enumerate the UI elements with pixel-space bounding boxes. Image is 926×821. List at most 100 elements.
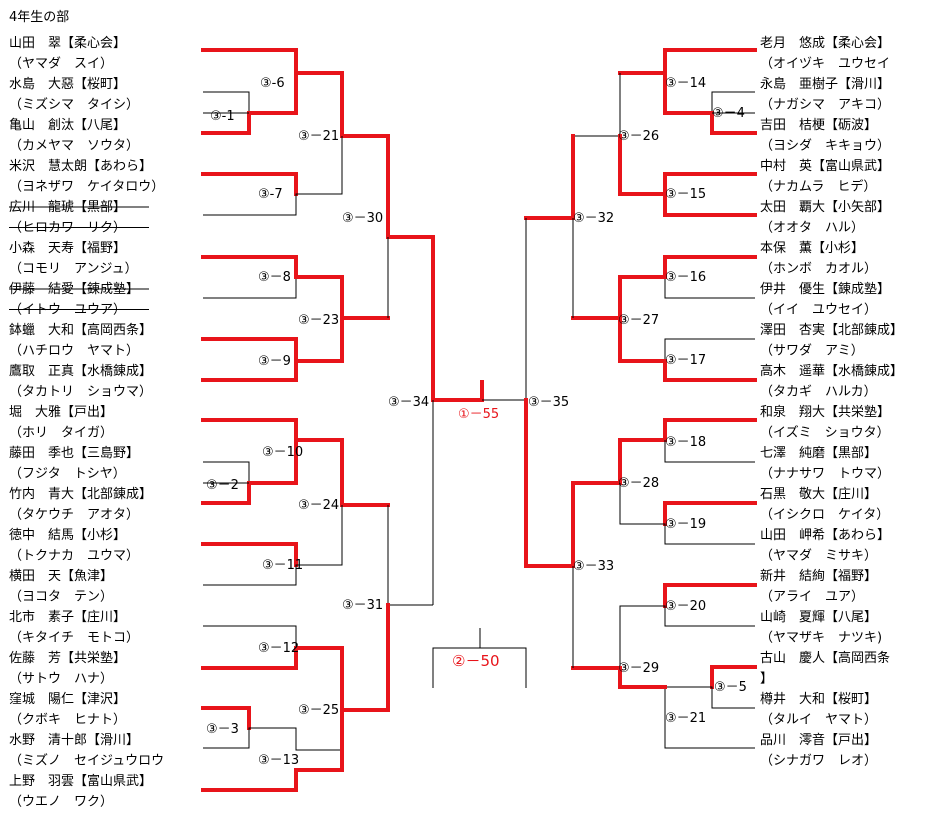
winner-path <box>571 666 667 689</box>
match-label: ③－35 <box>528 395 569 410</box>
winner-path <box>618 134 757 217</box>
left-player-kana: （ミズノ セイジュウロウ <box>9 753 164 769</box>
right-player-name: 品川 澪音【戸出】 <box>760 732 877 748</box>
left-player-kana: （ウエノ ワク） <box>9 795 113 810</box>
winner-path <box>340 71 390 138</box>
match-label: ③－28 <box>618 476 659 491</box>
bracket-line <box>664 440 755 463</box>
right-player-kana: （ヤマダ ミサキ） <box>760 549 877 564</box>
bracket-line <box>480 647 527 688</box>
match-label: ③－12 <box>258 641 299 656</box>
left-player-kana: （カメヤマ ソウタ） <box>9 139 139 154</box>
match-label: ③－5 <box>714 680 747 695</box>
winner-path <box>201 542 298 567</box>
match-label: ③－16 <box>665 270 706 285</box>
match-label: ③－29 <box>618 661 659 676</box>
right-player-name: 和泉 翔大【共栄塾】 <box>760 404 890 420</box>
match-label: ③－32 <box>573 211 614 226</box>
match-label: ③－17 <box>665 353 706 368</box>
match-label: ③－26 <box>618 129 659 144</box>
left-player-name: 水野 清十郎【滑川】 <box>9 733 139 748</box>
right-player-kana: （タカギ ハルカ） <box>760 385 877 400</box>
right-player-kana: （アライ ユア） <box>760 590 864 605</box>
left-player-kana: （ヨコタ テン） <box>9 590 113 605</box>
left-player-kana: （ヤマダ スイ） <box>9 57 113 72</box>
right-player-name: 伊井 優生【錬成塾】 <box>760 281 890 297</box>
bracket-line <box>432 628 481 688</box>
right-player-kana: （ナナサワ トウマ） <box>760 467 890 482</box>
bracket-line <box>619 605 755 668</box>
winner-path <box>663 172 757 196</box>
bracket-line <box>387 505 433 606</box>
left-player-name: 鷹取 正真【水橋錬成】 <box>9 364 152 379</box>
bracket-line <box>573 73 621 137</box>
winner-path <box>201 646 390 712</box>
match-label: ③-1 <box>210 109 235 124</box>
match-label: ③－9 <box>258 354 291 369</box>
right-player-kana: （シナガワ レオ） <box>760 754 877 769</box>
match-label: ②－50 <box>452 652 500 670</box>
right-player-name: 高木 遥華【水橋錬成】 <box>760 363 903 379</box>
winner-path <box>201 337 298 363</box>
bracket-line <box>482 218 527 401</box>
winner-path <box>431 235 484 402</box>
right-player-kana: （オイヅキ ユウセイ <box>760 57 890 72</box>
left-player-kana: （サトウ ハナ） <box>9 672 113 687</box>
left-player-kana: （トクナカ ユウマ） <box>9 549 139 564</box>
division-title: 4年生の部 <box>9 10 69 25</box>
left-player-name: 鉢蠟 大和【高岡西条】 <box>9 322 152 338</box>
match-label: ③－8 <box>258 270 291 285</box>
left-player-name: 小森 天寿【福野】 <box>9 241 126 256</box>
left-player-name: 水島 大惡【桜町】 <box>9 77 126 92</box>
winner-path <box>201 316 344 382</box>
bracket-line <box>664 686 755 728</box>
bracket-line <box>203 277 297 299</box>
match-label: ③－19 <box>665 517 706 532</box>
left-player-name: 北市 素子【庄川】 <box>9 609 126 625</box>
bracket-line <box>203 461 250 483</box>
left-player-kana: （クボキ ヒナト） <box>9 713 126 728</box>
right-player-kana: （ナカムラ ヒデ） <box>760 179 876 195</box>
right-player-kana: （ヨシダ キキョウ） <box>760 139 890 154</box>
bracket-line <box>203 136 343 216</box>
match-label: ③-6 <box>260 76 285 91</box>
left-player-kana: （ヨネザワ ケイタロウ） <box>9 180 164 195</box>
left-player-name: 横田 天【魚津】 <box>9 569 113 584</box>
winner-path <box>201 708 344 792</box>
winner-path <box>524 134 575 220</box>
bracket-line <box>203 505 343 586</box>
right-player-kana: （タルイ ヤマト） <box>760 713 877 728</box>
winner-path <box>294 275 390 320</box>
left-player-name: 山田 翠【柔心会】 <box>9 36 126 51</box>
left-player-kana: （フジタ トシヤ） <box>9 467 126 482</box>
right-player-kana: 】 <box>760 672 773 687</box>
left-player-kana: （タケウチ アオタ） <box>9 508 139 523</box>
match-label: ①－55 <box>458 407 499 422</box>
left-player-name: 亀山 創汰【八尾】 <box>9 118 126 133</box>
winner-path <box>571 275 667 320</box>
match-label: ③－10 <box>262 445 303 460</box>
right-player-kana: （ホンボ カオル） <box>760 262 877 277</box>
winner-path <box>571 438 622 485</box>
match-label: ③－3 <box>206 722 239 737</box>
match-label: ③－23 <box>298 313 339 328</box>
match-label: ③－18 <box>665 435 706 450</box>
right-player-kana: （ナガシマ アキコ） <box>760 98 890 113</box>
winner-path <box>710 665 757 689</box>
right-player-name: 永島 亜樹子【滑川】 <box>760 77 890 92</box>
left-player-kana: （ホリ タイガ） <box>9 426 113 441</box>
right-player-name: 七澤 純磨【黒部】 <box>760 446 877 461</box>
winner-path <box>618 418 757 442</box>
right-player-kana: （ヤマザキ ナツキ) <box>760 631 882 646</box>
left-player-name: 上野 羽雲【富山県武】 <box>9 773 152 789</box>
right-player-name: 樽井 大和【桜町】 <box>760 691 877 707</box>
right-player-name: 古山 慶人【高岡西条 <box>760 650 890 666</box>
winner-path <box>618 48 757 75</box>
bracket-lines <box>201 48 757 792</box>
winner-path <box>386 134 435 239</box>
match-label: ③－21 <box>298 129 339 144</box>
right-player-name: 吉田 桔梗【砺波】 <box>760 118 877 133</box>
right-player-name: 老月 悠成【柔心会】 <box>760 36 890 51</box>
